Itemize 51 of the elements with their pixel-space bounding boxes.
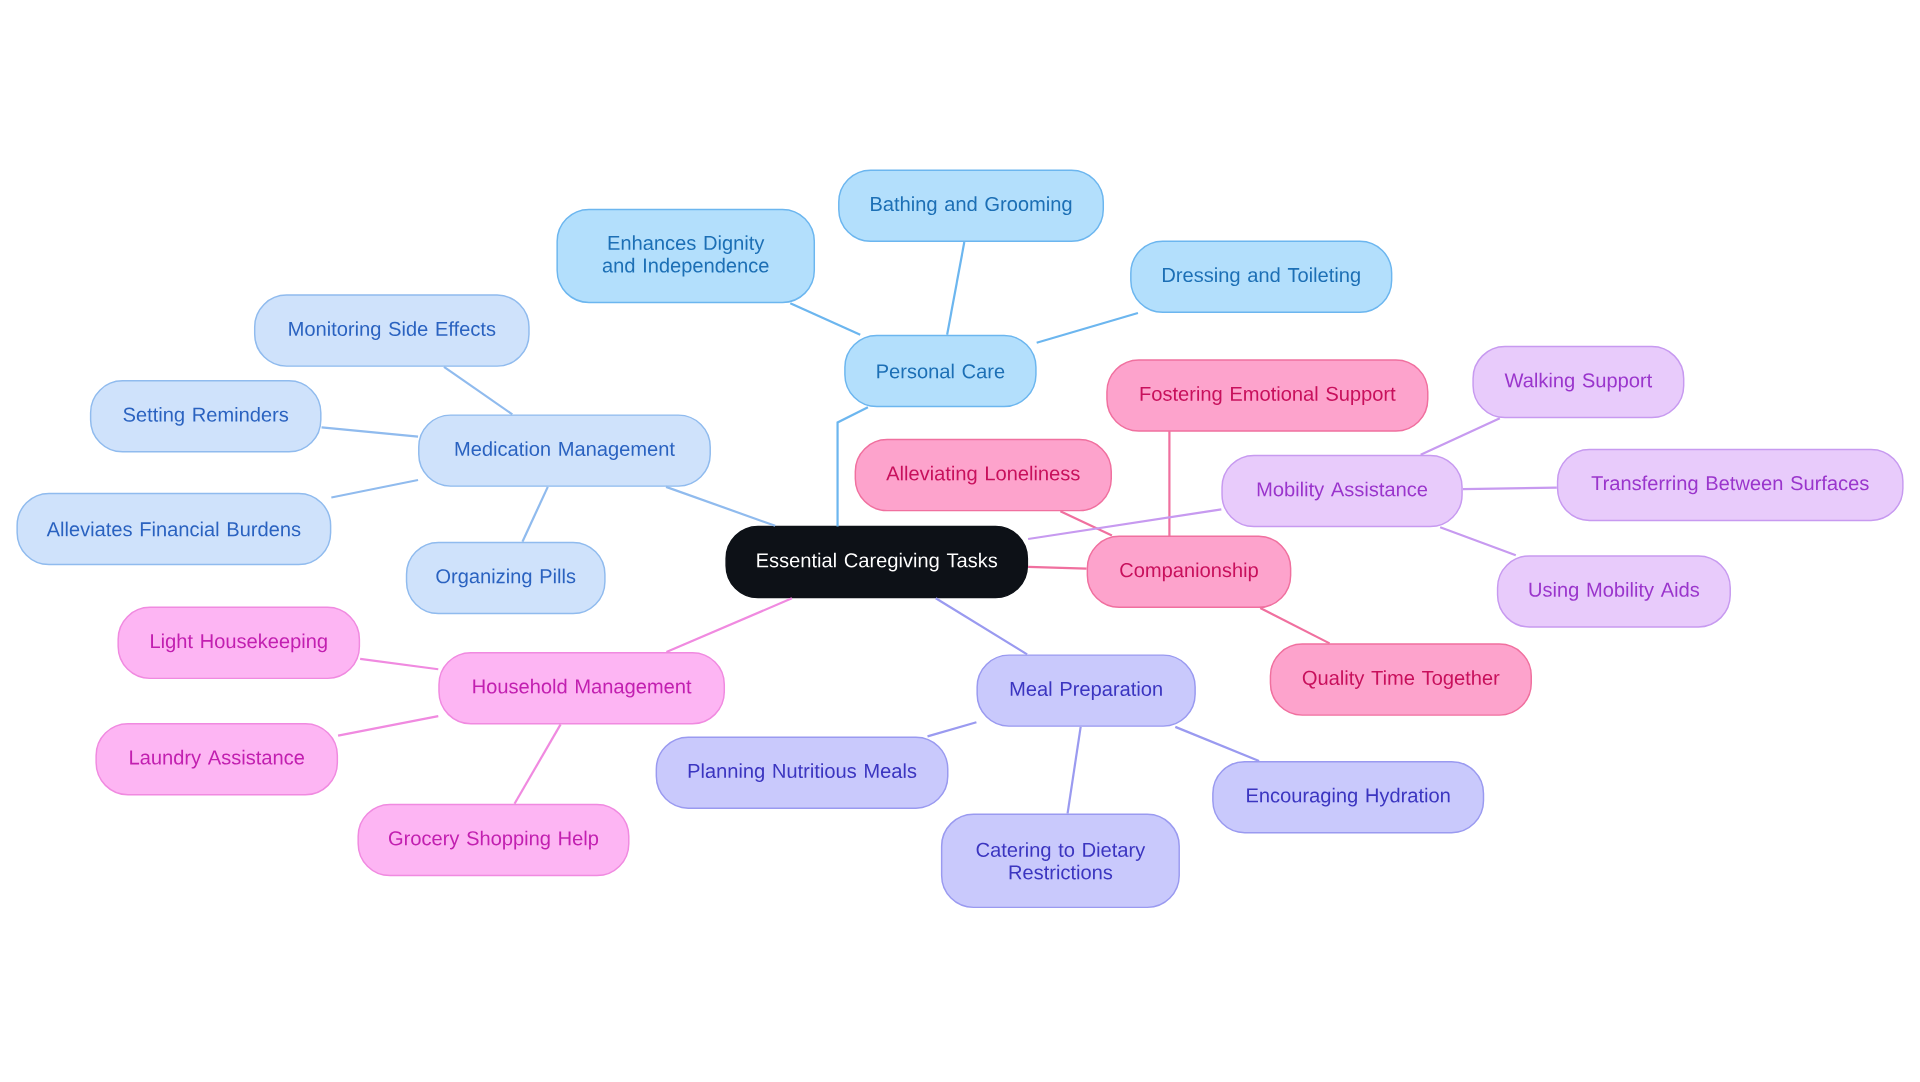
central-topic-box: Essential Caregiving Tasks (725, 525, 1029, 599)
connector-line (935, 597, 1028, 656)
connector-line (1027, 508, 1222, 540)
topic-box: Mobility Assistance (1221, 454, 1463, 528)
topic-box: Personal Care (844, 334, 1037, 408)
connector-line (513, 723, 562, 805)
topic-box: Quality Time Together (1269, 643, 1532, 716)
topic-box: Enhances Dignity and Independence (556, 208, 816, 303)
connector-line (331, 478, 419, 499)
topic-box: Household Management (438, 651, 726, 725)
connector-line (789, 301, 861, 336)
connector-line (443, 365, 513, 416)
connector-line (1168, 430, 1171, 537)
topic-box: Fostering Emotional Support (1106, 359, 1429, 432)
topic-box: Organizing Pills (405, 541, 606, 614)
topic-box: Walking Support (1472, 345, 1685, 419)
topic-box: Dressing and Toileting (1130, 240, 1393, 313)
topic-box: Companionship (1086, 535, 1292, 608)
connector-line (665, 485, 776, 527)
connector-line (1420, 417, 1501, 456)
connector-line (1174, 725, 1260, 762)
connector-line (1439, 526, 1517, 556)
topic-box: Meal Preparation (976, 654, 1196, 727)
topic-box: Planning Nutritious Meals (655, 736, 949, 809)
connector-line (1462, 486, 1557, 490)
connector-line (360, 657, 439, 671)
connector-line (521, 486, 549, 542)
connector-line (1028, 565, 1087, 570)
topic-box: Using Mobility Aids (1496, 554, 1731, 628)
topic-box: Laundry Assistance (95, 722, 339, 796)
connector-line (836, 406, 869, 527)
connector-line (1066, 726, 1082, 814)
topic-box: Bathing and Grooming (838, 169, 1104, 242)
topic-box: Encouraging Hydration (1212, 760, 1485, 834)
topic-box: Setting Reminders (89, 379, 322, 453)
topic-box: Alleviating Loneliness (854, 438, 1112, 512)
connector-line (665, 597, 793, 653)
connector-line (1259, 606, 1331, 645)
connector-line (321, 426, 419, 438)
topic-box: Catering to Dietary Restrictions (940, 813, 1180, 908)
connector-line (1059, 510, 1113, 537)
connector-line (337, 714, 439, 737)
topic-box: Transferring Between Surfaces (1556, 448, 1904, 521)
connector-line (927, 721, 977, 738)
topic-box: Medication Management (418, 414, 711, 487)
topic-box: Light Housekeeping (117, 606, 361, 679)
topic-box: Monitoring Side Effects (253, 294, 530, 367)
connector-line (946, 241, 966, 335)
connector-line (1036, 311, 1139, 344)
topic-box: Grocery Shopping Help (357, 803, 630, 877)
topic-box: Alleviates Financial Burdens (16, 492, 332, 566)
